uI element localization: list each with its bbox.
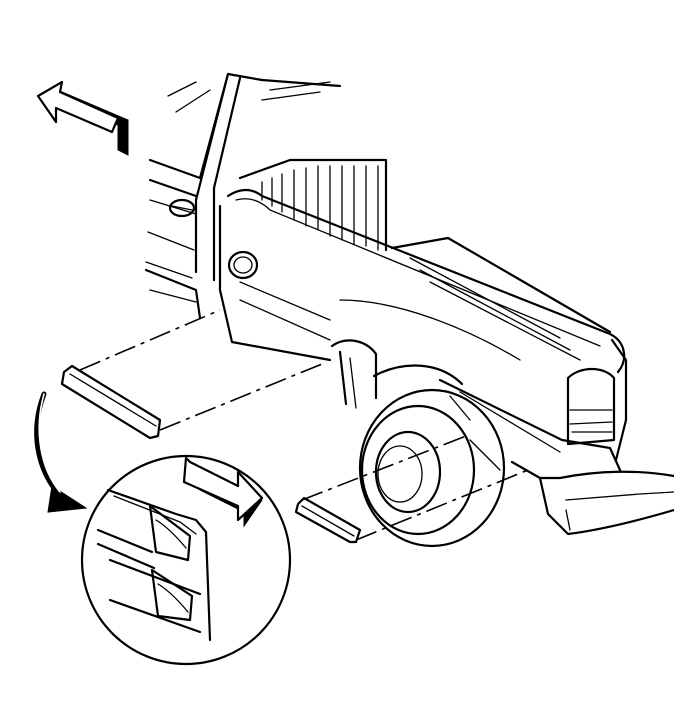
front-direction-arrow bbox=[36, 80, 129, 156]
door-handle-icon bbox=[168, 198, 196, 218]
truck-cab bbox=[144, 72, 342, 320]
pickup-truck-box bbox=[218, 188, 626, 472]
fuel-door-icon bbox=[227, 250, 259, 280]
rear-tail-lamp bbox=[566, 338, 628, 462]
detail-magnifier bbox=[80, 454, 292, 666]
rear-bumper bbox=[510, 460, 674, 536]
rotate-arrow bbox=[34, 391, 88, 513]
bed-interior bbox=[238, 158, 612, 361]
slide-arrow bbox=[182, 456, 264, 528]
rear-wheel bbox=[358, 364, 506, 548]
front-box-molding bbox=[60, 309, 323, 440]
rear-box-molding bbox=[294, 435, 529, 544]
